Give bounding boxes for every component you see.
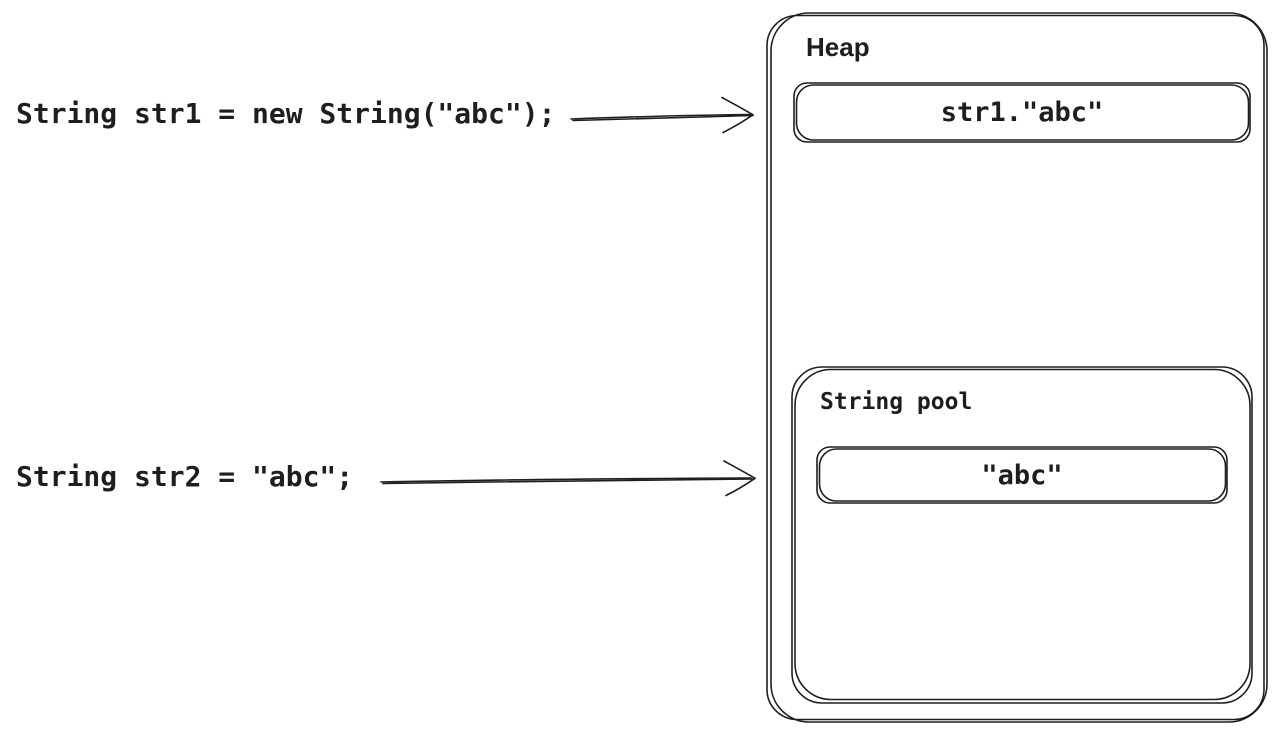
heap-label: Heap bbox=[806, 32, 870, 62]
arrow-str1-to-heap-object bbox=[570, 96, 754, 134]
string-pool-box-outline bbox=[791, 366, 1253, 704]
string-pool-literal-text: "abc" bbox=[981, 459, 1063, 491]
arrow-str2-to-pool-literal bbox=[380, 460, 756, 497]
heap-box-outline bbox=[766, 12, 1268, 723]
heap-object-box-text: str1."abc" bbox=[940, 97, 1104, 128]
code-line-str1: String str1 = new String("abc"); bbox=[16, 97, 556, 130]
str1-object-box-outline bbox=[793, 82, 1251, 143]
string-pool-label: String pool bbox=[820, 389, 973, 415]
code-line-str2: String str2 = "abc"; bbox=[16, 460, 354, 493]
abc-literal-box-outline bbox=[816, 446, 1228, 504]
